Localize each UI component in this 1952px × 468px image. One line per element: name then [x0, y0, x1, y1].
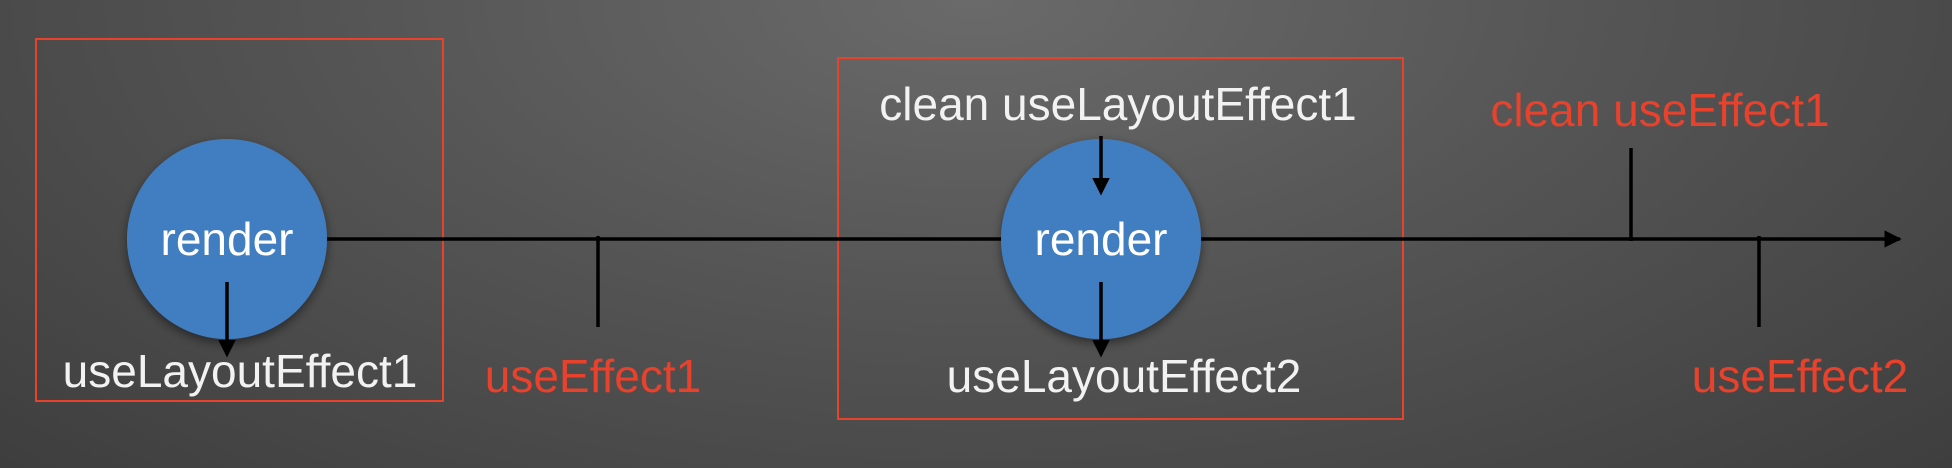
render-node-1-label: render — [161, 213, 294, 265]
clean-use-effect-1-label: clean useEffect1 — [1490, 84, 1829, 136]
use-effect-2-label: useEffect2 — [1692, 350, 1909, 402]
first-render-frame — [35, 38, 444, 402]
render-node-1: render — [127, 139, 327, 339]
use-layout-effect-2-label: useLayoutEffect2 — [947, 350, 1302, 402]
render-node-1-circle — [127, 139, 327, 339]
use-layout-effect-1-label: useLayoutEffect1 — [63, 345, 418, 397]
render-node-2-circle — [1001, 139, 1201, 339]
render-node-2: render — [1001, 139, 1201, 339]
use-effect-1-label: useEffect1 — [485, 350, 702, 402]
render-node-2-label: render — [1035, 213, 1168, 265]
clean-use-layout-effect-1-label: clean useLayoutEffect1 — [879, 78, 1356, 130]
